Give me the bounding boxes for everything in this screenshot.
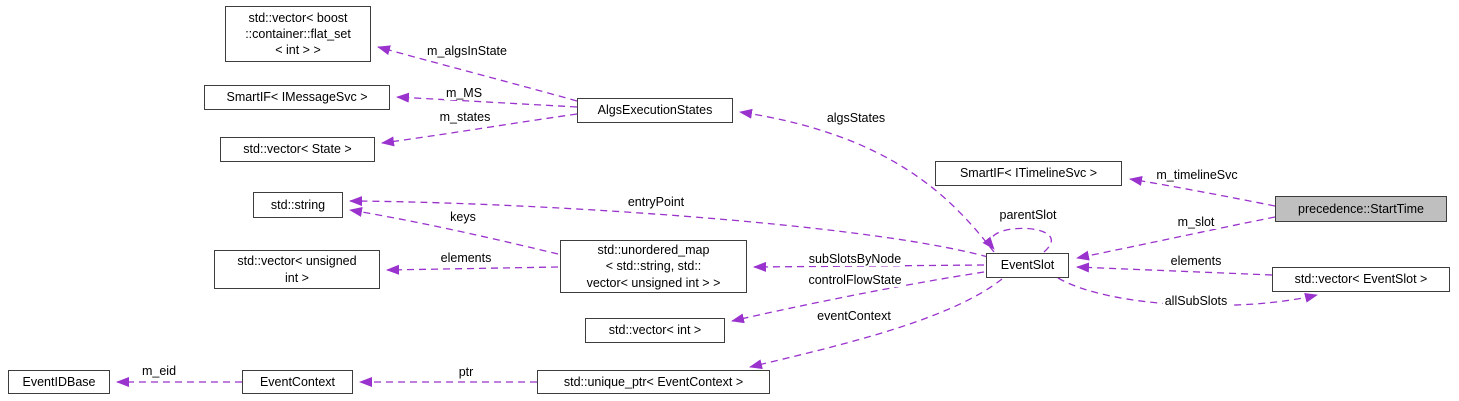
node-vector-unsigned-int[interactable]: std::vector< unsigned int > bbox=[214, 250, 380, 289]
node-eventcontext[interactable]: EventContext bbox=[242, 370, 353, 394]
edge-m-ms bbox=[396, 92, 578, 108]
edge-label-algsstates: algsStates bbox=[824, 111, 888, 125]
edge-label-parentslot: parentSlot bbox=[997, 208, 1059, 222]
edge-label-subslotsbynode: subSlotsByNode bbox=[806, 252, 904, 266]
edge-label-eventcontext-edge: eventContext bbox=[815, 309, 893, 323]
edge-m-states bbox=[381, 113, 578, 147]
edge-label-elements-slot: elements bbox=[1168, 254, 1224, 268]
edge-label-m-states: m_states bbox=[437, 110, 493, 124]
node-eventslot[interactable]: EventSlot bbox=[986, 253, 1069, 278]
edge-m-timelinesvc bbox=[1129, 176, 1276, 207]
node-vector-flat-set[interactable]: std::vector< boost ::container::flat_set… bbox=[225, 6, 371, 62]
edge-label-m-eid: m_eid bbox=[139, 364, 179, 378]
node-vector-eventslot[interactable]: std::vector< EventSlot > bbox=[1272, 267, 1450, 292]
edge-label-allsubslots: allSubSlots bbox=[1162, 294, 1230, 308]
node-algs-execution-states[interactable]: AlgsExecutionStates bbox=[577, 98, 733, 123]
edge-elements-map bbox=[386, 264, 559, 275]
node-vector-int[interactable]: std::vector< int > bbox=[585, 318, 725, 343]
edge-label-ptr: ptr bbox=[456, 365, 476, 379]
edge-label-m-timelinesvc: m_timelineSvc bbox=[1154, 168, 1240, 182]
node-std-string[interactable]: std::string bbox=[253, 192, 343, 218]
node-eventidbase[interactable]: EventIDBase bbox=[8, 370, 110, 394]
edge-label-m-slot: m_slot bbox=[1175, 215, 1217, 229]
edge-entrypoint bbox=[349, 196, 989, 258]
node-smartif-imessagesvc[interactable]: SmartIF< IMessageSvc > bbox=[204, 85, 390, 110]
edge-label-m-ms: m_MS bbox=[443, 86, 485, 100]
edge-label-elements-map: elements bbox=[438, 251, 494, 265]
node-unordered-map[interactable]: std::unordered_map < std::string, std:: … bbox=[560, 240, 747, 293]
edge-label-entrypoint: entryPoint bbox=[625, 195, 687, 209]
edge-keys bbox=[349, 207, 559, 255]
edge-subslotsbynode bbox=[753, 261, 985, 272]
edge-label-keys: keys bbox=[448, 210, 478, 224]
edge-controlflowstate bbox=[731, 271, 985, 324]
edge-parentslot bbox=[982, 227, 1053, 253]
edge-label-m-algsinstate: m_algsInState bbox=[425, 44, 509, 58]
edge-m-slot bbox=[1076, 216, 1276, 261]
edge-algsstates bbox=[739, 108, 995, 253]
edge-m-algsinstate bbox=[377, 45, 578, 102]
edge-eventcontext-edge bbox=[749, 278, 1003, 370]
node-precedence-starttime[interactable]: precedence::StartTime bbox=[1275, 196, 1447, 222]
node-smartif-itimelinesvc[interactable]: SmartIF< ITimelineSvc > bbox=[935, 161, 1122, 186]
node-vector-state[interactable]: std::vector< State > bbox=[220, 137, 375, 162]
edge-elements-slot bbox=[1076, 262, 1273, 276]
node-unique-ptr-eventcontext[interactable]: std::unique_ptr< EventContext > bbox=[537, 370, 770, 394]
edge-label-controlflowstate: controlFlowState bbox=[806, 273, 904, 287]
